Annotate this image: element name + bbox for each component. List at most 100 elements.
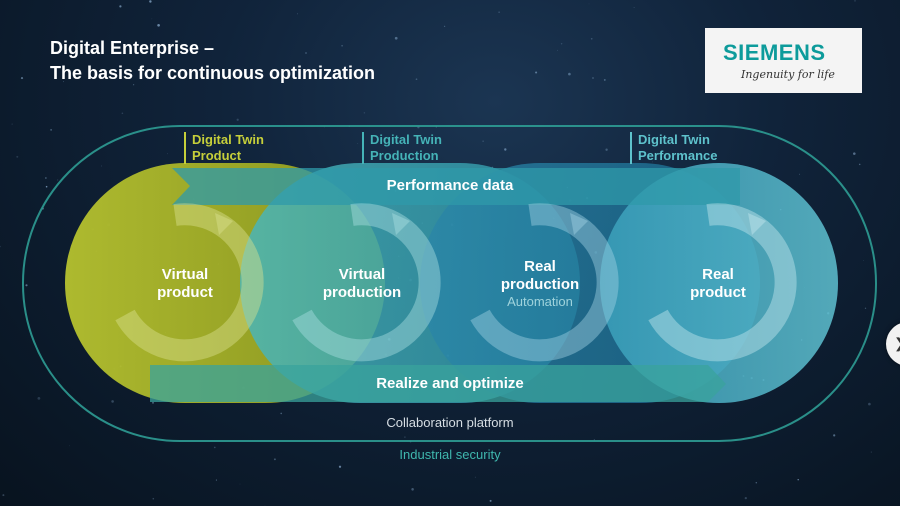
star-dot: [149, 0, 152, 3]
star-dot: [273, 458, 276, 461]
next-slide-button[interactable]: ❯: [886, 322, 900, 366]
star-dot: [854, 0, 856, 2]
star-dot: [590, 37, 593, 40]
star-dot: [16, 155, 19, 158]
star-dot: [404, 436, 406, 438]
collaboration-platform-label: Collaboration platform: [386, 415, 514, 430]
star-dot: [152, 497, 155, 500]
star-dot: [119, 5, 122, 8]
star-dot: [20, 77, 24, 80]
siemens-logo: SIEMENS Ingenuity for life: [705, 28, 862, 93]
star-dot: [341, 44, 343, 47]
star-dot: [45, 177, 47, 179]
star-dot: [504, 148, 507, 151]
star-dot: [489, 499, 492, 502]
chevron-right-icon: ❯: [894, 335, 900, 352]
star-dot: [858, 163, 861, 166]
star-dot: [605, 148, 608, 151]
star-dot: [73, 72, 74, 74]
star-dot: [11, 123, 13, 125]
star-dot: [415, 78, 418, 81]
star-dot: [633, 6, 635, 8]
real-product-disc: [600, 163, 838, 403]
star-dot: [755, 481, 758, 484]
digital-twin-performance-label: Digital Twin Performance: [630, 132, 717, 164]
performance-data-label: Performance data: [386, 177, 514, 194]
star-dot: [63, 81, 64, 83]
star-dot: [304, 51, 308, 55]
star-dot: [557, 49, 558, 51]
star-dot: [560, 42, 563, 45]
star-dot: [588, 3, 590, 5]
star-dot: [57, 179, 59, 181]
star-dot: [167, 153, 169, 155]
cycle-arrow-3: [470, 203, 619, 362]
collaboration-platform-outline: [22, 125, 877, 442]
automation-sublabel: Automation: [507, 294, 573, 309]
star-dot: [157, 23, 160, 27]
star-dot: [297, 13, 298, 15]
logo-tagline: Ingenuity for life: [741, 68, 835, 81]
star-dot: [833, 434, 836, 437]
star-dot: [863, 259, 864, 261]
star-dot: [69, 445, 70, 447]
cycle-arrow-2: [292, 203, 441, 362]
star-dot: [498, 11, 500, 13]
star-dot: [394, 423, 396, 426]
cycle-arrow-4: [648, 203, 797, 362]
star-dot: [37, 397, 41, 400]
star-dot: [152, 401, 154, 404]
star-dot: [121, 112, 124, 115]
star-dot: [213, 446, 216, 449]
star-dot: [482, 419, 485, 422]
star-dot: [111, 400, 114, 403]
star-dot: [100, 165, 102, 167]
star-dot: [591, 76, 595, 80]
star-dot: [151, 18, 153, 20]
star-dot: [363, 112, 366, 114]
star-dot: [798, 173, 801, 175]
real-production-label: Real production: [500, 258, 580, 293]
star-dot: [264, 504, 266, 506]
star-dot: [603, 78, 606, 81]
performance-data-band: [172, 168, 740, 205]
star-dot: [568, 72, 571, 76]
star-dot: [0, 245, 1, 248]
star-dot: [215, 479, 217, 481]
realize-optimize-band: [150, 365, 726, 402]
industrial-security-label: Industrial security: [399, 447, 501, 462]
star-dot: [443, 25, 446, 27]
real-product-label: Real product: [690, 266, 746, 301]
star-dot: [239, 483, 241, 485]
star-dot: [338, 465, 342, 468]
slide-title-line-1: Digital Enterprise –: [50, 38, 215, 58]
slide-title-line-2: The basis for continuous optimization: [50, 63, 376, 83]
star-dot: [868, 402, 871, 406]
virtual-production-label: Virtual production: [322, 266, 402, 301]
star-dot: [357, 143, 359, 144]
star-dot: [50, 129, 52, 131]
star-dot: [133, 84, 135, 86]
logo-wordmark: SIEMENS: [723, 40, 826, 65]
virtual-product-label: Virtual product: [157, 266, 213, 301]
star-dot: [2, 494, 5, 497]
star-dot: [474, 476, 476, 478]
star-dot: [236, 118, 239, 121]
digital-twin-production-label: Digital Twin Production: [362, 132, 442, 164]
star-dot: [482, 140, 484, 142]
star-dot: [652, 161, 653, 163]
star-dot: [25, 284, 28, 287]
star-dot: [45, 185, 48, 188]
star-dot: [864, 307, 867, 309]
realize-optimize-label: Realize and optimize: [376, 375, 524, 392]
star-dot: [411, 488, 414, 491]
star-dot: [535, 71, 538, 74]
cycle-arrow-1: [115, 203, 264, 362]
digital-twin-product-label: Digital Twin Product: [184, 132, 264, 164]
star-dot: [744, 496, 747, 500]
star-dot: [797, 478, 799, 481]
star-dot: [853, 152, 856, 155]
star-dot: [394, 36, 398, 40]
